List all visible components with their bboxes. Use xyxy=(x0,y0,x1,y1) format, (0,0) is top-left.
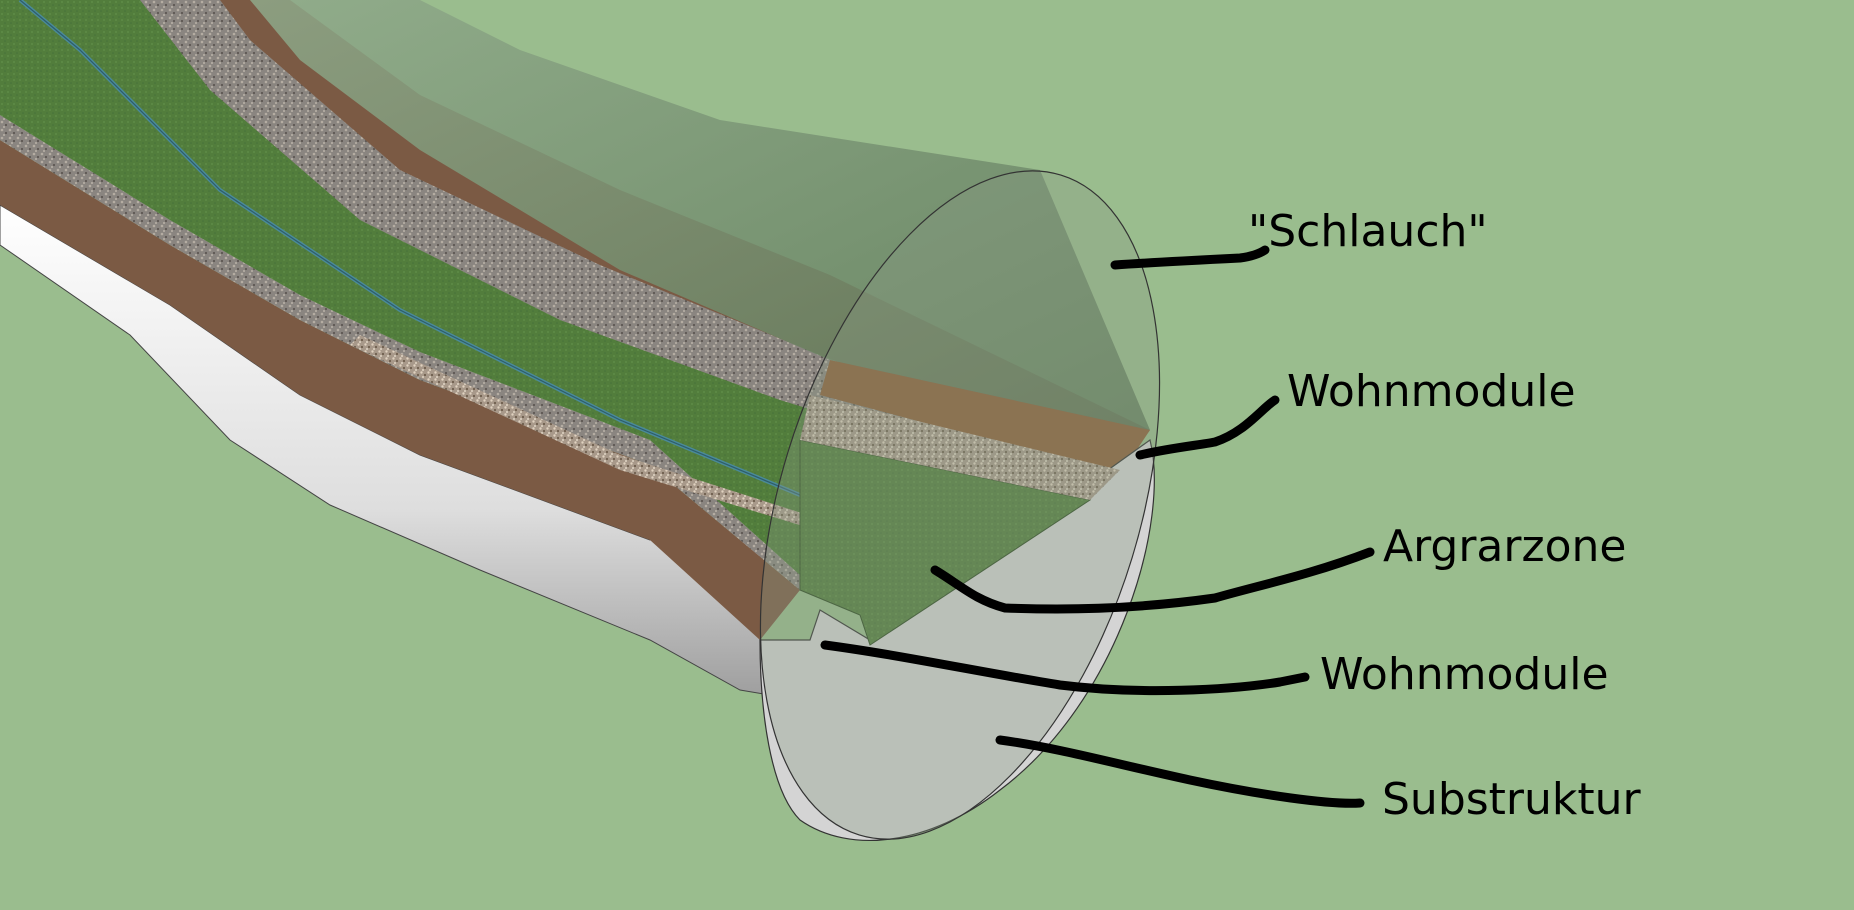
cross-section-gravel xyxy=(800,395,1120,500)
tube-end-outline xyxy=(759,170,1161,840)
label-substruktur: Substruktur xyxy=(1382,774,1641,825)
lower-gravel-band xyxy=(0,115,800,590)
lower-soil-band xyxy=(0,140,800,640)
leader-line-schlauch xyxy=(1110,245,1270,270)
upper-soil-face xyxy=(820,360,1150,475)
label-wohnmodule-bottom: Wohnmodule xyxy=(1320,649,1609,700)
agriculture-band xyxy=(0,0,1000,610)
cross-section-grass xyxy=(799,439,1092,646)
leader-line-wohnmodule-bottom xyxy=(820,640,1310,696)
leader-line-substruktur xyxy=(995,735,1365,808)
leader-line-wohnmodule-top xyxy=(1135,395,1280,460)
label-agrarzone: Argrarzone xyxy=(1383,521,1627,572)
leader-line-agrarzone xyxy=(930,547,1375,614)
water-channel-edge xyxy=(19,0,981,571)
label-wohnmodule-top: Wohnmodule xyxy=(1287,366,1576,417)
tube-shell xyxy=(250,0,1150,430)
label-schlauch: "Schlauch" xyxy=(1248,206,1488,257)
